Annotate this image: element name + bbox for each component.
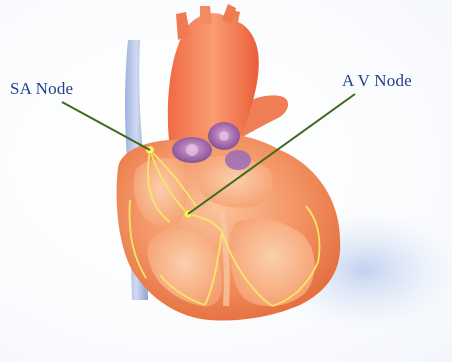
- av-node-label: A V Node: [342, 71, 412, 91]
- mitral-valve: [225, 150, 251, 170]
- sa-node-label: SA Node: [10, 79, 73, 99]
- valve-leaflet: [219, 131, 229, 141]
- valve-leaflet: [186, 144, 198, 156]
- aortic-branch: [200, 6, 212, 24]
